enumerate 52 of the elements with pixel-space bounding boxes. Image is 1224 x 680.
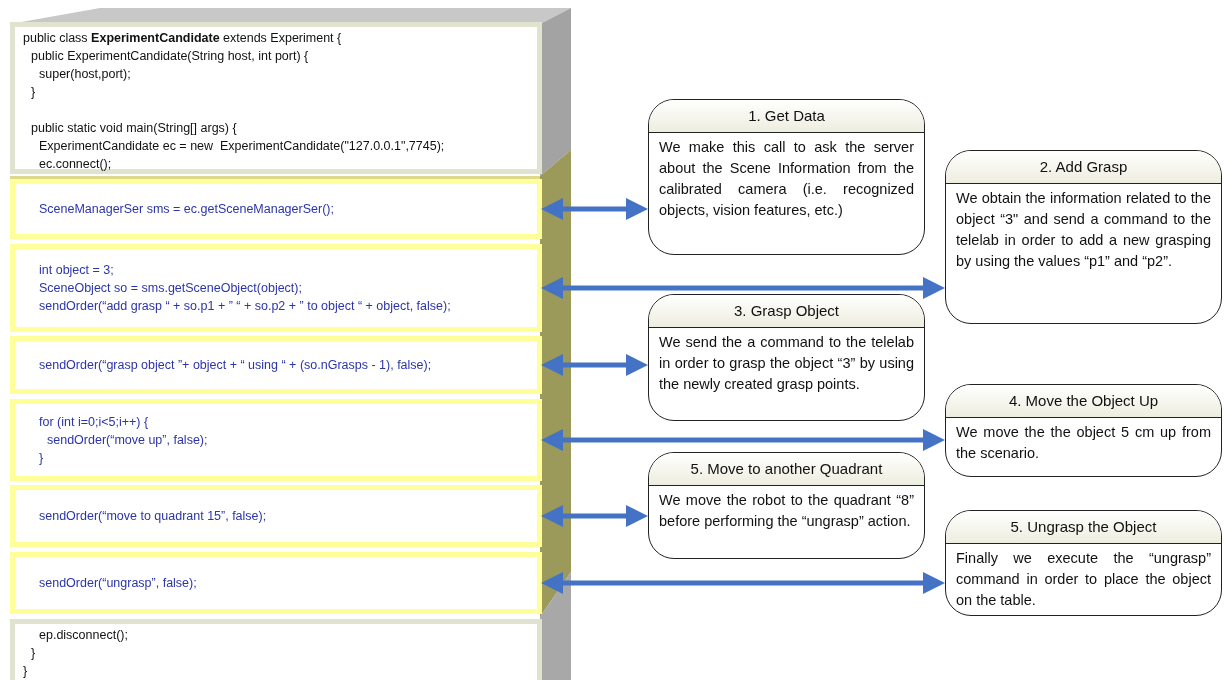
callout-box	[648, 294, 925, 421]
code-line: for (int i=0;i<5;i++) {	[38, 414, 150, 431]
double-arrow	[541, 505, 648, 527]
callout-heading: 3. Grasp Object	[733, 300, 839, 321]
code-block	[10, 619, 542, 680]
callout-heading: 1. Get Data	[748, 105, 825, 126]
code-line: public static void main(String[] args) {	[30, 120, 238, 137]
code-line: SceneObject so = sms.getSceneObject(object);	[38, 280, 303, 297]
callout-description: We move the robot to the quadrant “8” before performing the “ungrasp” action.	[658, 491, 915, 531]
code-block	[10, 399, 542, 481]
double-arrow	[541, 277, 945, 299]
double-arrow	[541, 354, 648, 376]
code-line: public ExperimentCandidate(String host, int port) {	[30, 48, 310, 65]
callout-box	[945, 510, 1222, 616]
code-line: }	[23, 663, 29, 680]
code-line: int object = 3;	[38, 262, 115, 279]
double-arrow	[541, 429, 945, 451]
callout-heading: 2. Add Grasp	[1039, 156, 1128, 177]
callout-box	[945, 384, 1222, 477]
callout-heading: 4. Move the Object Up	[1008, 390, 1159, 411]
code-block	[10, 22, 542, 174]
code-line: ep.disconnect();	[38, 627, 129, 644]
callout-heading: 5. Ungrasp the Object	[1010, 516, 1157, 537]
code-block	[10, 179, 542, 239]
code-line: sendOrder(“move up”, false);	[46, 432, 209, 449]
code-line: sendOrder(“move to quadrant 15”, false);	[38, 508, 268, 525]
callout-box	[945, 150, 1222, 324]
code-line: SceneManagerSer sms = ec.getSceneManagerSer();	[38, 201, 335, 218]
code-block	[10, 485, 542, 547]
code-line: ExperimentCandidate ec = new ExperimentCandidate("127.0.0.1",7745);	[38, 138, 446, 155]
callout-heading: 5. Move to another Quadrant	[690, 458, 883, 479]
code-line: }	[30, 84, 37, 101]
code-block	[10, 552, 542, 614]
double-arrow	[541, 198, 648, 220]
callout-description: We make this call to ask the server about the Scene Information from the calibrated camera (i.e. recognized objects, vision features, etc.)	[658, 138, 915, 220]
code-line: sendOrder(“add grasp “ + so.p1 + ” “ + so.p2 + ” to object “ + object, false);	[38, 298, 452, 315]
double-arrow	[541, 572, 945, 594]
callout-description: We move the the object 5 cm up from the scenario.	[955, 423, 1212, 463]
code-block	[10, 336, 542, 394]
callout-box	[648, 99, 925, 255]
code-line: public class ExperimentCandidate extends Experiment {	[23, 30, 343, 47]
callout-box	[648, 452, 925, 559]
code-block	[10, 244, 542, 332]
callout-description: Finally we execute the “ungrasp” command in order to place the object on the table.	[955, 549, 1212, 610]
code-line: }	[30, 645, 37, 662]
code-line: super(host,port);	[38, 66, 132, 83]
code-line: sendOrder(“ungrasp”, false);	[38, 575, 198, 592]
code-line: ec.connect();	[38, 156, 113, 173]
callout-description: We obtain the information related to the object “3" and send a command to the telelab in order to add a new grasping by using the values “p1” and “p2”.	[955, 189, 1212, 271]
callout-description: We send the a command to the telelab in order to grasp the object “3” by using the newly created grasp points.	[658, 333, 915, 394]
code-line: sendOrder(“grasp object ”+ object + “ using “ + (so.nGrasps - 1), false);	[38, 357, 433, 374]
code-line: }	[38, 450, 45, 467]
